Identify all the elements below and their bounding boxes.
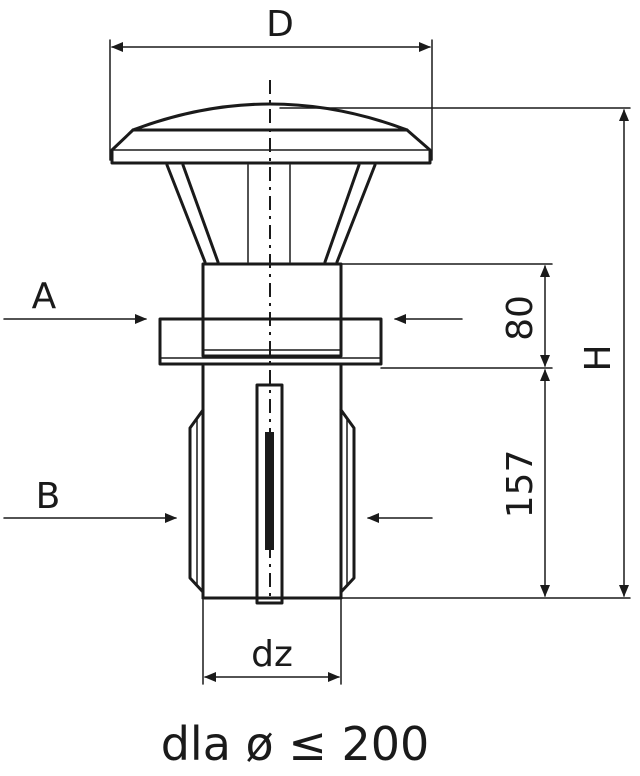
label-h: H: [578, 344, 619, 371]
label-dz: dz: [251, 634, 293, 675]
section-b-marker: B: [3, 476, 433, 523]
cowl-cone: [165, 163, 377, 264]
dimension-d: D: [109, 4, 433, 161]
dimension-dz: dz: [202, 599, 342, 685]
label-d: D: [266, 4, 294, 45]
dimension-157: 157: [500, 369, 550, 597]
extension-lines: [279, 107, 631, 599]
dimension-h: H: [578, 109, 629, 597]
label-a: A: [32, 276, 57, 317]
section-a-marker: A: [3, 276, 463, 324]
label-b: B: [36, 476, 61, 517]
cowl-cap: [110, 102, 432, 165]
label-80: 80: [500, 295, 541, 341]
label-157: 157: [500, 450, 541, 519]
dimension-80: 80: [500, 265, 550, 367]
caption: dla ø ≤ 200: [161, 717, 430, 771]
lower-pipe: [188, 364, 356, 605]
upper-pipe: [201, 262, 343, 358]
